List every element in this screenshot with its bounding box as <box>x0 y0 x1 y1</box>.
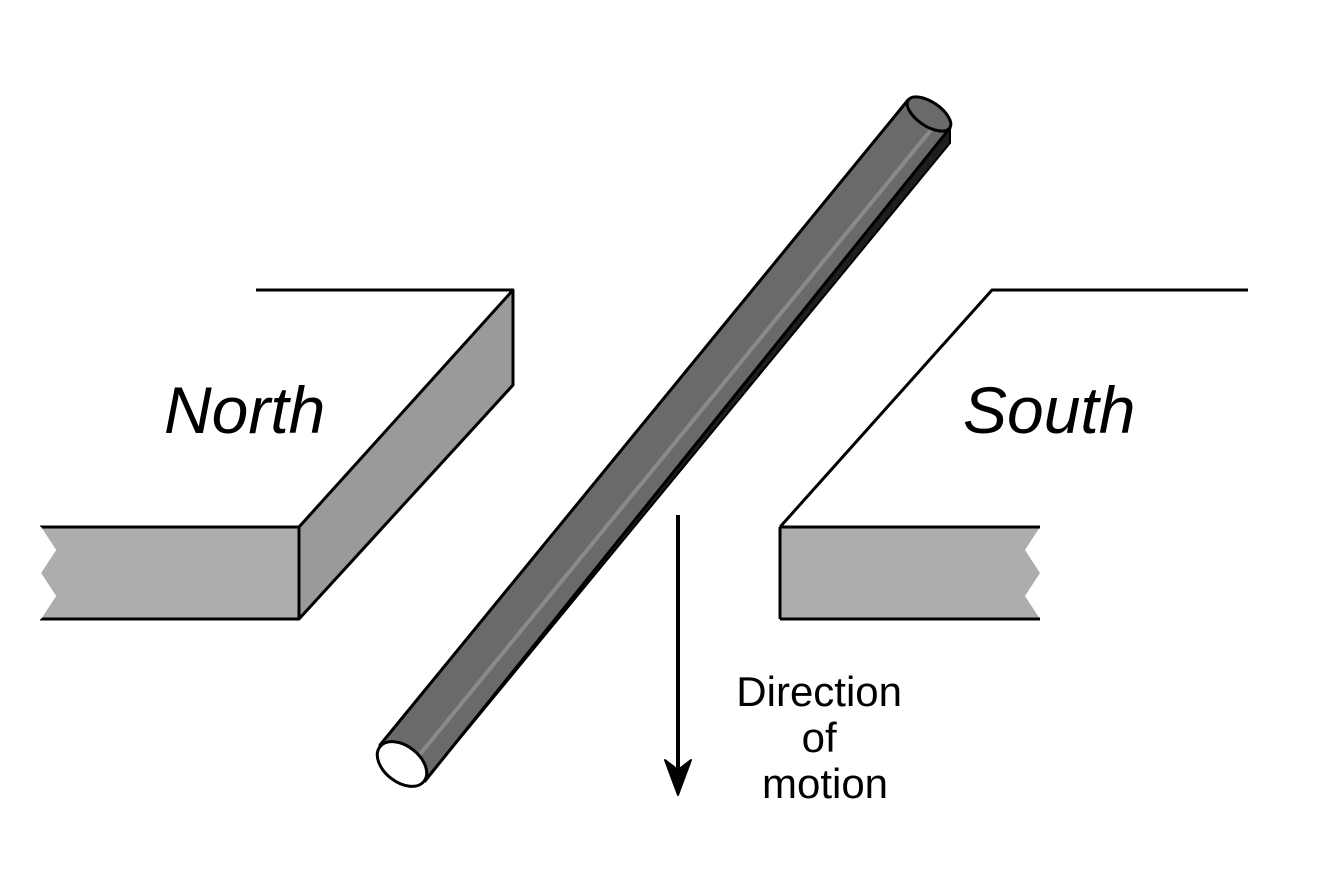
north-pole-break-edge <box>38 526 57 620</box>
motion-label: Direction of motion <box>736 668 913 807</box>
north-pole-piece <box>38 288 515 621</box>
motion-arrow <box>664 515 692 796</box>
conductor-rod-far-end <box>905 95 953 133</box>
north-pole-front-face <box>40 527 299 619</box>
conductor-rod-highlight <box>410 123 937 766</box>
south-pole-piece <box>778 288 1248 621</box>
motion-label-line-1: Direction <box>736 668 902 715</box>
south-label: South <box>963 373 1135 447</box>
south-pole-top-face-edge <box>778 288 1248 529</box>
motion-label-line-3: motion <box>762 760 888 807</box>
motion-arrow-head-icon <box>664 759 692 796</box>
conductor-rod-near-end <box>375 740 429 788</box>
motion-label-line-2: of <box>802 714 837 761</box>
north-pole-top-face <box>40 290 513 527</box>
conductor-rod <box>375 95 953 788</box>
north-label: North <box>164 373 325 447</box>
south-pole-front-face <box>780 527 1040 619</box>
